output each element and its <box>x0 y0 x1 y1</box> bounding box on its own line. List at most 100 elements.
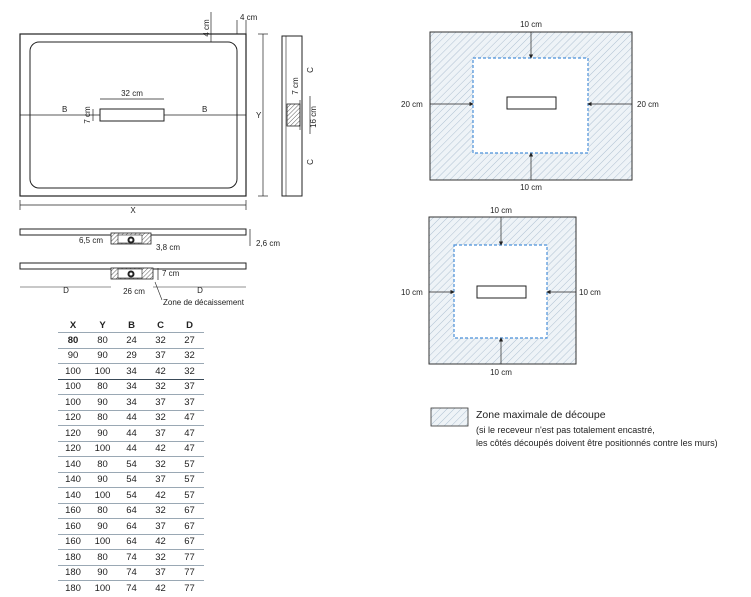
label-b-left: B <box>62 105 67 114</box>
table-cell: 160 <box>58 518 88 534</box>
cut-zone-square: 10 cm 10 cm 10 cm 10 cm <box>401 206 601 377</box>
dim-right-4cm: 4 cm <box>240 13 258 22</box>
table-cell: 37 <box>146 425 175 441</box>
rect-right: 20 cm <box>637 100 659 109</box>
dim-depth: 3,8 cm <box>156 243 180 252</box>
table-cell: 67 <box>175 518 204 534</box>
top-view: 4 cm 4 cm 32 cm 7 cm B B X Y <box>19 12 268 215</box>
table-cell: 44 <box>117 425 146 441</box>
dim-offset: 6,5 cm <box>79 236 103 245</box>
table-cell: 37 <box>175 394 204 410</box>
table-cell: 37 <box>146 347 175 364</box>
table-cell: 42 <box>146 487 175 503</box>
table-cell: 90 <box>88 425 117 441</box>
label-c-bottom: C <box>306 159 315 165</box>
drain-outline <box>99 108 165 122</box>
table-cell: 77 <box>175 564 204 581</box>
table-cell: 67 <box>175 502 204 519</box>
table-cell: 54 <box>117 471 146 488</box>
table-cell: 74 <box>117 580 146 596</box>
table-cell: 120 <box>58 440 88 457</box>
label-x: X <box>130 206 136 215</box>
table-cell: 120 <box>58 409 88 426</box>
table-cell: 90 <box>88 394 117 410</box>
zone-decaissement-label: Zone de décaissement <box>163 298 245 307</box>
column-header: X <box>69 319 77 331</box>
table-cell: 90 <box>58 347 88 364</box>
table-cell: 32 <box>146 456 175 472</box>
table-cell: 47 <box>175 409 204 426</box>
table-cell: 57 <box>175 471 204 488</box>
table-cell: 32 <box>175 347 204 364</box>
table-cell: 67 <box>175 533 204 550</box>
table-cell: 47 <box>175 425 204 441</box>
table-cell: 100 <box>58 363 88 379</box>
table-cell: 47 <box>175 440 204 457</box>
table-cell: 32 <box>146 549 175 565</box>
rect-left: 20 cm <box>401 100 423 109</box>
table-cell: 37 <box>146 518 175 534</box>
dim-drain-height: 7 cm <box>83 106 92 124</box>
dim-top-4cm: 4 cm <box>202 19 211 37</box>
table-cell: 80 <box>88 409 117 426</box>
table-cell: 64 <box>117 518 146 534</box>
rect-bottom: 10 cm <box>520 183 542 192</box>
label-d-right: D <box>197 286 203 295</box>
legend-note: (si le receveur n'est pas totalement enc… <box>476 424 718 450</box>
table-cell: 140 <box>58 471 88 488</box>
table-cell: 29 <box>117 347 146 364</box>
cut-zone-rectangle: 10 cm 10 cm 20 cm 20 cm <box>401 20 659 192</box>
section-1: 6,5 cm 3,8 cm 2,6 cm <box>19 228 280 252</box>
table-cell: 74 <box>117 549 146 565</box>
table-cell: 90 <box>88 347 117 364</box>
table-cell: 100 <box>88 580 117 596</box>
table-cell: 80 <box>88 456 117 472</box>
label-d-left: D <box>63 286 69 295</box>
table-cell: 32 <box>146 502 175 519</box>
table-cell: 32 <box>175 363 204 379</box>
column-header: C <box>157 319 164 331</box>
table-cell: 77 <box>175 549 204 565</box>
table-cell: 37 <box>146 394 175 410</box>
legend-swatch <box>430 407 469 427</box>
table-cell: 180 <box>58 549 88 565</box>
table-cell: 32 <box>146 409 175 426</box>
square-right: 10 cm <box>579 288 601 297</box>
table-cell: 80 <box>88 332 117 348</box>
table-cell: 42 <box>146 580 175 596</box>
label-y: Y <box>256 111 262 120</box>
table-cell: 160 <box>58 533 88 550</box>
table-cell: 24 <box>117 332 146 348</box>
dim-height-7cm: 7 cm <box>162 269 180 278</box>
table-cell: 44 <box>117 409 146 426</box>
table-cell: 90 <box>88 564 117 581</box>
table-cell: 74 <box>117 564 146 581</box>
legend-line-1: (si le receveur n'est pas totalement enc… <box>476 425 655 435</box>
table-cell: 64 <box>117 533 146 550</box>
table-cell: 100 <box>58 378 88 395</box>
table-cell: 100 <box>88 363 117 379</box>
side-view: 7 cm 16 cm C C <box>281 35 318 197</box>
side-dim-16cm: 16 cm <box>309 106 318 128</box>
table-cell: 57 <box>175 487 204 503</box>
table-cell: 27 <box>175 332 204 348</box>
legend-line-2: les côtés découpés doivent être position… <box>476 438 718 448</box>
table-cell: 120 <box>58 425 88 441</box>
rect-top: 10 cm <box>520 20 542 29</box>
